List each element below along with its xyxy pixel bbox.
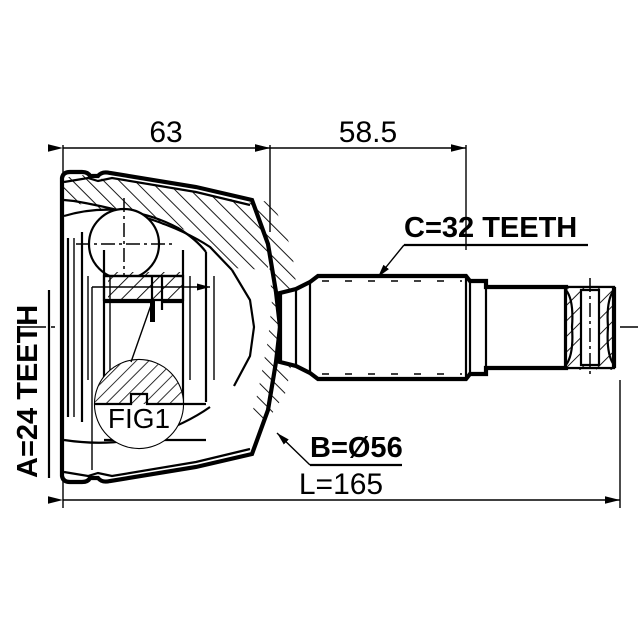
fig1-detail-callout: FIG1 bbox=[93, 304, 185, 450]
diameter-text: B=Ø56 bbox=[310, 432, 403, 464]
fig1-label: FIG1 bbox=[108, 403, 170, 434]
output-shaft bbox=[277, 273, 617, 382]
outer-race-bottom-edge bbox=[63, 447, 251, 478]
label-diameter: B=Ø56 bbox=[276, 432, 403, 467]
fig1-spline-profile bbox=[95, 392, 183, 406]
shaft-outline bbox=[277, 273, 569, 382]
spline-keyway-detail bbox=[104, 300, 183, 322]
dimension-58-5: 58.5 bbox=[255, 116, 467, 250]
outer-spline-leader bbox=[377, 244, 405, 278]
shaft-spline-marks bbox=[322, 280, 462, 375]
outer-spline-text: C=32 TEETH bbox=[404, 212, 577, 244]
dimension-value-585: 58.5 bbox=[339, 116, 397, 149]
diameter-leader bbox=[276, 432, 311, 466]
inner-spline-text: A=24 TEETH bbox=[12, 305, 44, 478]
inner-bore-walls bbox=[66, 232, 215, 422]
bell-inner-profile bbox=[231, 269, 256, 387]
label-outer-spline: C=32 TEETH bbox=[377, 212, 588, 278]
dimension-63: 63 bbox=[48, 116, 271, 300]
ball-cage-upper-curve bbox=[63, 208, 207, 253]
label-inner-spline: A=24 TEETH bbox=[12, 283, 210, 478]
fig1-leader-line bbox=[130, 304, 152, 363]
outer-race-top-edge bbox=[63, 176, 251, 207]
shaft-end-spline bbox=[564, 278, 617, 378]
dimension-value-L: L=165 bbox=[299, 468, 383, 501]
dimension-value-63: 63 bbox=[149, 116, 182, 149]
